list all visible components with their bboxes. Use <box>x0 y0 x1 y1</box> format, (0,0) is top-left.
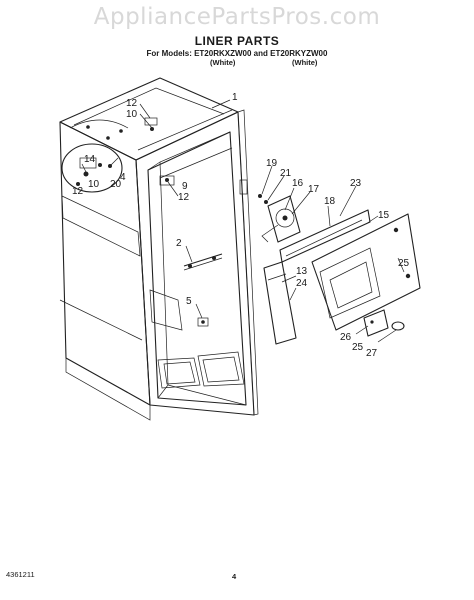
watermark-text: AppliancePartsPros.com <box>93 4 381 30</box>
callout-10-top: 10 <box>126 109 138 120</box>
fan-cover-assembly <box>258 194 421 345</box>
diagram-title: LINER PARTS <box>194 34 280 48</box>
callout-numbers: 1 12 10 14 20 10 12 4 9 12 2 5 19 21 16 … <box>72 92 410 359</box>
callout-23: 23 <box>350 178 362 189</box>
callout-25-bottom: 25 <box>352 342 364 353</box>
callout-9: 9 <box>182 181 188 192</box>
callout-17: 17 <box>308 184 320 195</box>
callout-24: 24 <box>296 278 308 289</box>
callout-19: 19 <box>266 158 278 169</box>
callout-20: 20 <box>110 179 122 190</box>
top-parts-cluster <box>61 117 158 193</box>
callout-5: 5 <box>186 296 192 307</box>
model-color-2: (White) <box>292 58 318 67</box>
callout-4: 4 <box>120 172 126 183</box>
model-color-1: (White) <box>210 58 236 67</box>
callout-2: 2 <box>176 238 182 249</box>
document-number: 4361211 <box>6 570 35 579</box>
callout-21: 21 <box>280 168 292 179</box>
callout-26: 26 <box>340 332 352 343</box>
leader-lines <box>81 99 405 343</box>
callout-12-inner: 12 <box>178 192 190 203</box>
callout-1: 1 <box>232 92 238 103</box>
callout-10-left: 10 <box>88 179 100 190</box>
callout-12-top: 12 <box>126 98 138 109</box>
callout-12-left: 12 <box>72 186 84 197</box>
inner-small-parts <box>159 175 248 327</box>
callout-18: 18 <box>324 196 336 207</box>
callout-25-right: 25 <box>398 258 410 269</box>
callout-16: 16 <box>292 178 304 189</box>
callout-13: 13 <box>296 266 308 277</box>
page-number: 4 <box>232 572 237 581</box>
callout-15: 15 <box>378 210 390 221</box>
liner-cabinet <box>59 77 259 421</box>
callout-14: 14 <box>84 154 96 165</box>
model-list: For Models: ET20RKXZW00 and ET20RKYZW00 <box>146 49 328 58</box>
callout-27: 27 <box>366 348 378 359</box>
